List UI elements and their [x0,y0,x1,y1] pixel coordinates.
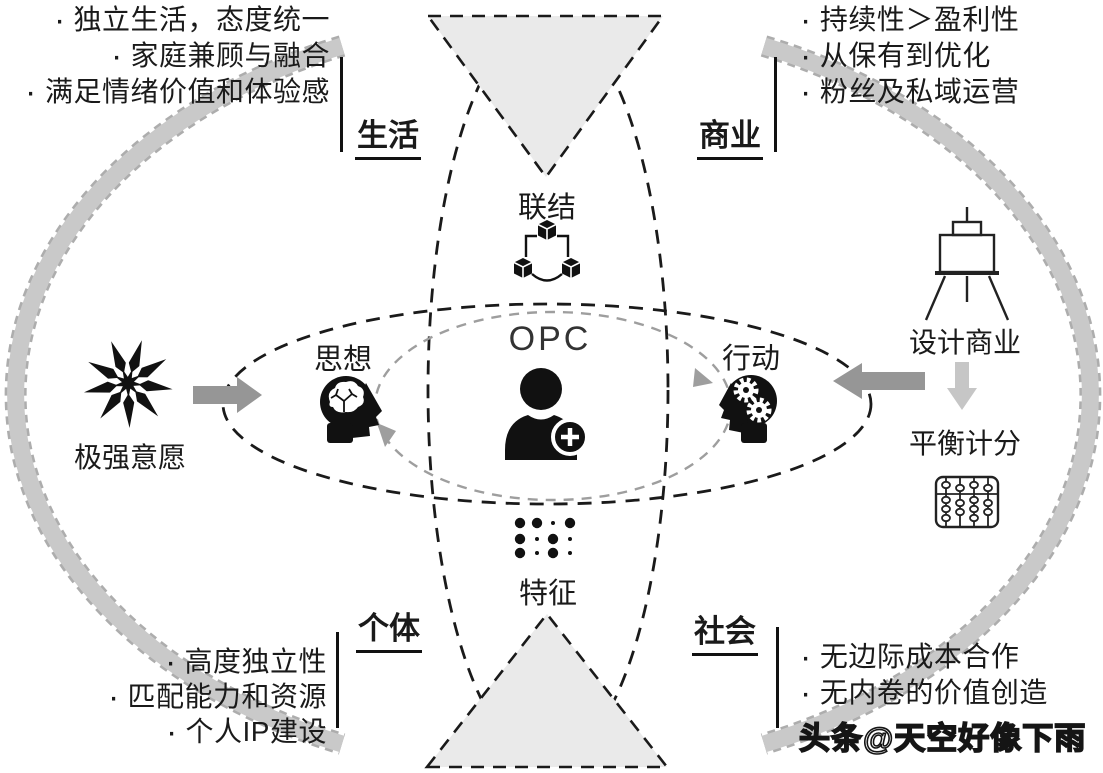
quadrant-label-life: 生活 [355,110,421,160]
bullet-text: 高度独立性 [184,646,327,677]
bullet-dot: · [800,36,812,74]
bullet-dot: · [164,642,177,681]
cube-network-icon [513,219,581,282]
node-label-action: 行动 [721,343,781,375]
list-item: ·持续性＞盈利性 [792,1,1103,38]
list-item: ·个人IP建设 [0,713,327,750]
node-label-connection: 联结 [517,192,577,224]
list-item: ·独立生活，态度统一 [0,1,330,38]
horizontal-dashed-ellipse [221,302,873,506]
quadrant-individual-bullets: ·高度独立性 ·匹配能力和资源 ·个人IP建设 [0,643,327,750]
list-item: ·无边际成本合作 [792,638,1103,675]
bullet-text: 从保有到优化 [819,40,991,71]
abacus-icon [934,475,1000,529]
list-item: ·高度独立性 [0,643,327,680]
society-separator-line [776,627,779,728]
bullet-text: 无边际成本合作 [819,641,1020,672]
label-strong-will: 极强意愿 [73,442,187,473]
outer-arc-band [4,35,1102,755]
bullet-text: 持续性＞盈利性 [819,4,1020,35]
bullet-text: 满足情绪价值和体验感 [44,76,330,107]
bullet-dot: · [53,0,66,39]
easel-icon [924,207,1010,321]
quadrant-label-society: 社会 [692,606,758,656]
quadrant-separator-lines [336,57,779,728]
gray-arrowhead-to-thought [377,423,396,447]
list-item: ·无内卷的价值创造 [792,674,1103,711]
bullet-dot: · [165,712,178,751]
bullet-dot: · [25,72,37,110]
label-balanced-scorecard: 平衡计分 [908,428,1022,459]
list-item: ·匹配能力和资源 [0,678,327,715]
bullet-dot: · [800,637,812,675]
bullet-dot: · [800,72,812,110]
gray-arrowhead-to-action [693,368,713,387]
bullet-dot: · [110,36,123,74]
quadrant-label-individual: 个体 [356,603,422,653]
down-flow-arrow [947,362,977,410]
center-title-opc: OPC [508,320,592,358]
quadrant-label-business: 商业 [697,110,763,160]
left-input-arrow [193,377,262,413]
starburst-icon [79,333,179,434]
list-item: · [792,710,1103,747]
add-user-icon [505,368,589,460]
top-triangle [425,14,666,180]
bullet-text: 家庭兼顾与融合 [130,40,330,71]
bullet-text: 无内卷的价值创造 [819,677,1048,708]
bullet-text: 独立生活，态度统一 [73,4,330,35]
list-item: ·家庭兼顾与融合 [0,37,330,74]
quadrant-life-bullets: ·独立生活，态度统一 ·家庭兼顾与融合 ·满足情绪价值和体验感 [0,1,330,110]
list-item: ·粉丝及私域运营 [792,73,1103,110]
bullet-text: 个人IP建设 [185,716,327,747]
node-label-thought: 思想 [313,344,373,376]
bullet-text: 匹配能力和资源 [127,681,327,712]
business-separator-line [774,57,777,152]
bottom-triangle [424,611,670,769]
bullet-text: 粉丝及私域运营 [819,76,1020,107]
quadrant-society-bullets: ·无边际成本合作 ·无内卷的价值创造 · [792,638,1103,747]
brain-head-icon [320,376,382,443]
label-design-business: 设计商业 [908,327,1022,358]
bullet-dot: · [800,673,812,711]
right-input-arrow [833,363,925,399]
bullet-dot: · [800,0,812,39]
list-item: ·满足情绪价值和体验感 [0,73,330,110]
life-separator-line [340,57,343,152]
gear-head-icon [719,375,777,443]
list-item: ·从保有到优化 [792,37,1103,74]
bullet-dot: · [107,677,120,716]
bullet-dot: · [800,709,812,747]
node-label-traits: 特征 [518,578,578,610]
watermark-text: 头条@天空好像下雨 [798,720,1087,757]
braille-dots-icon [514,517,576,559]
individual-separator-line [336,632,339,728]
quadrant-business-bullets: ·持续性＞盈利性 ·从保有到优化 ·粉丝及私域运营 [792,1,1103,110]
